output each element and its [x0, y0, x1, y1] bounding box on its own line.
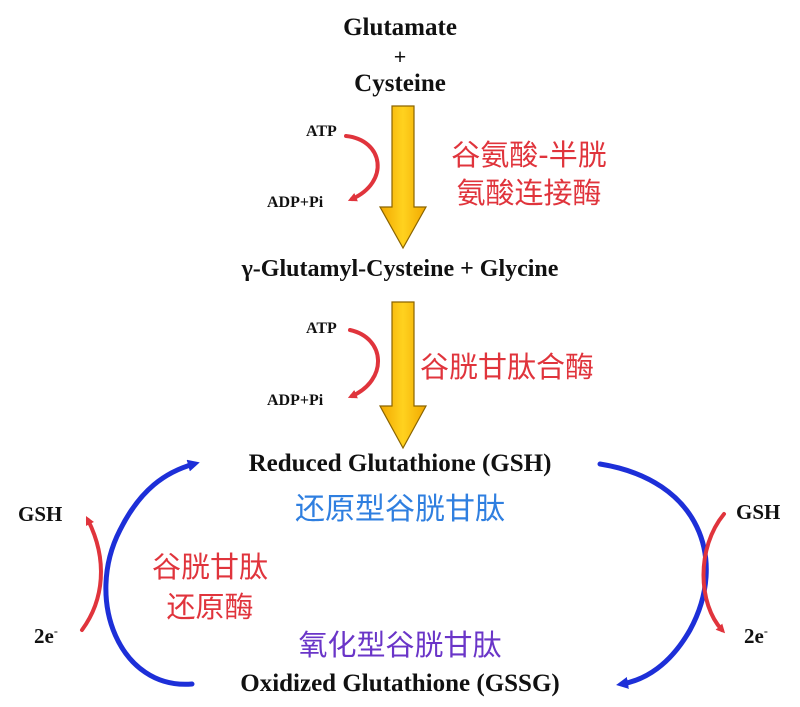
- gssg-label: Oxidized Glutathione (GSSG): [240, 670, 560, 697]
- atp-label-2: ATP: [306, 320, 337, 337]
- cycle-arrow-right: [597, 461, 709, 689]
- left-cofactor-arrow: [80, 515, 103, 632]
- right-cofactor-arrow: [701, 512, 726, 634]
- gsh-label: Reduced Glutathione (GSH): [248, 450, 552, 477]
- gsh-cn-label: 还原型谷胱甘肽: [295, 492, 505, 527]
- atp-label-1: ATP: [306, 123, 337, 140]
- reductase-line2: 还原酶: [166, 590, 254, 624]
- intermediate-label: γ-Glutamyl-Cysteine + Glycine: [241, 256, 559, 282]
- atp-curve-arrow-2: [347, 328, 380, 399]
- right-electrons-label: 2e-: [744, 624, 768, 648]
- left-electrons-label: 2e-: [34, 624, 58, 648]
- reductase-line1: 谷胱甘肽: [151, 550, 268, 584]
- right-gsh-label: GSH: [736, 500, 781, 524]
- plus-sign: +: [393, 44, 407, 69]
- enzyme-gcl-line2: 氨酸连接酶: [456, 176, 602, 210]
- enzyme-gss: 谷胱甘肽合酶: [420, 350, 595, 384]
- synthesis-arrow-2: [378, 301, 428, 450]
- atp-curve-arrow-1: [344, 134, 380, 202]
- cycle-arrow-left: [103, 459, 200, 687]
- enzyme-gcl-line1: 谷氨酸-半胱: [451, 138, 607, 172]
- synthesis-arrow-1: [378, 105, 428, 250]
- gssg-cn-label: 氧化型谷胱甘肽: [298, 628, 502, 662]
- glutamate-label: Glutamate: [343, 14, 457, 41]
- adp-label-2: ADP+Pi: [267, 392, 324, 409]
- adp-label-1: ADP+Pi: [267, 194, 324, 211]
- cysteine-label: Cysteine: [354, 70, 446, 97]
- left-gsh-label: GSH: [18, 502, 63, 526]
